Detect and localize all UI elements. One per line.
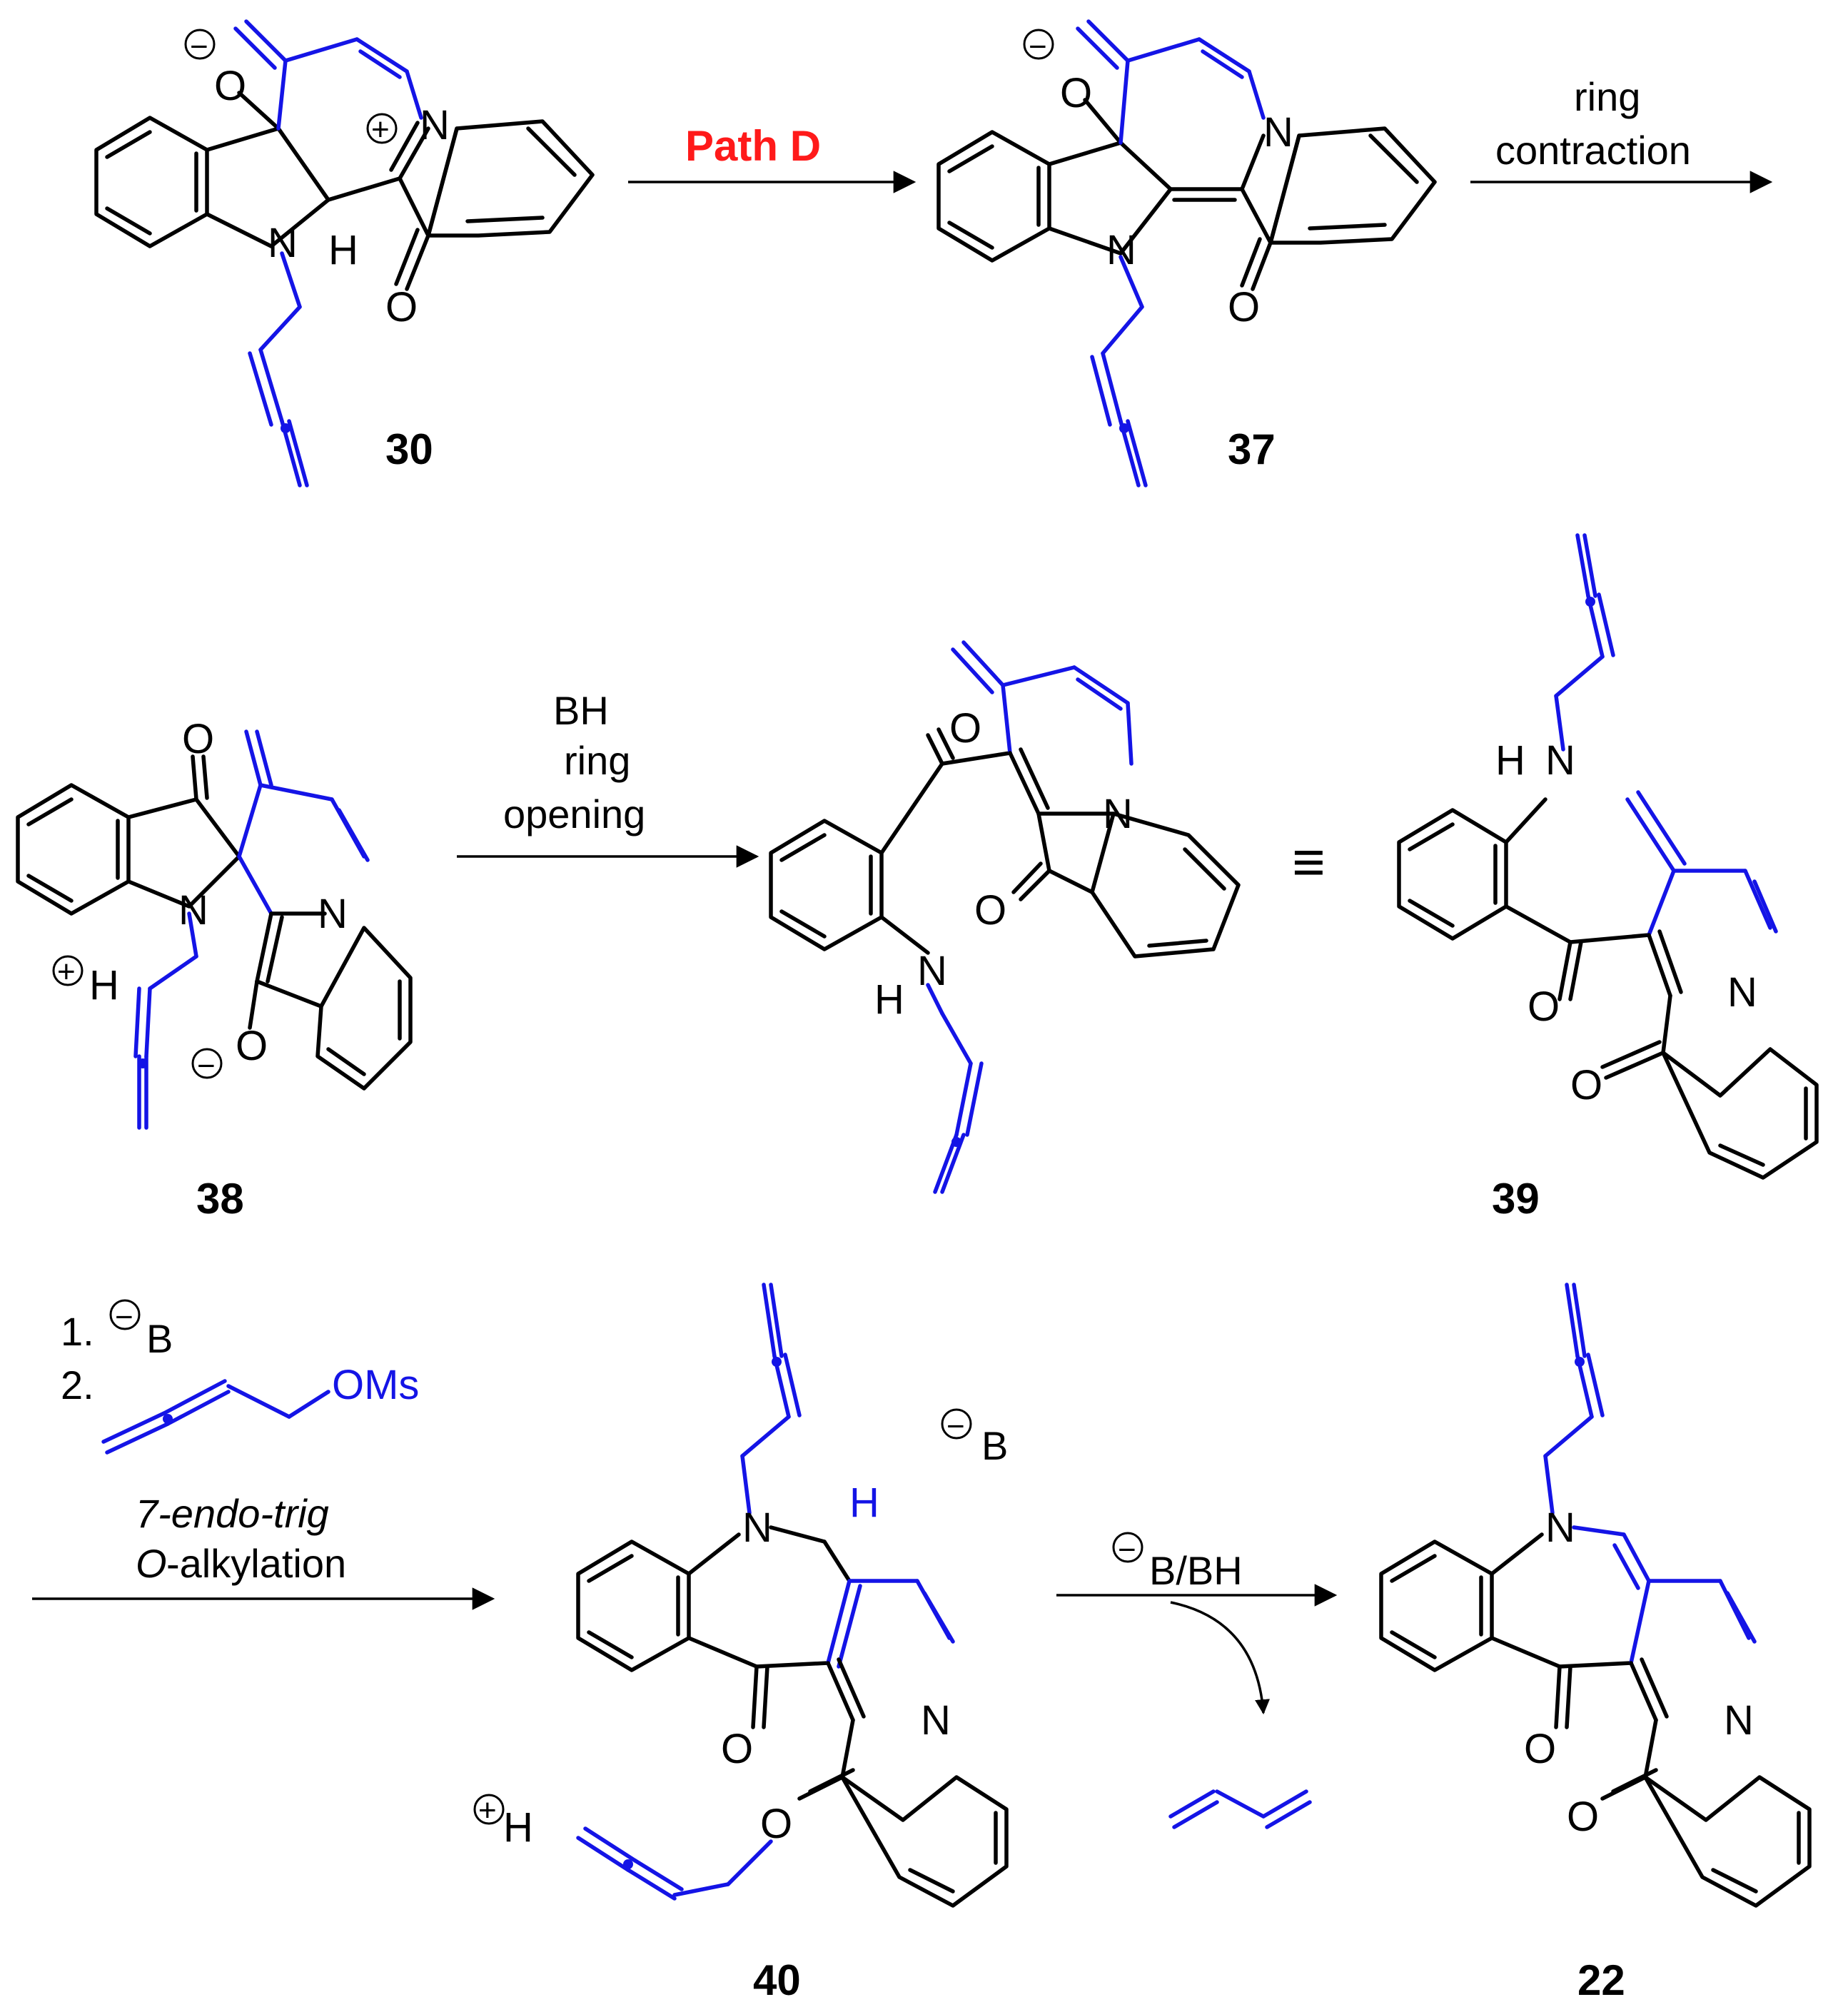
path-label: Path D <box>685 122 821 170</box>
svg-text:H: H <box>89 962 119 1008</box>
svg-text:O: O <box>1528 984 1560 1030</box>
svg-text:-alkylation: -alkylation <box>166 1541 346 1586</box>
svg-text:N: N <box>1103 791 1133 837</box>
compound-number: 40 <box>753 1956 801 2004</box>
equivalent-symbol: ≡ <box>1292 830 1326 894</box>
svg-text:2.: 2. <box>61 1363 94 1407</box>
svg-text:B: B <box>981 1423 1008 1468</box>
svg-text:−: − <box>115 1300 133 1335</box>
svg-text:O: O <box>385 284 418 330</box>
svg-text:O: O <box>236 1023 268 1069</box>
compound-30-structure <box>94 19 595 487</box>
svg-text:−: − <box>197 1048 216 1083</box>
svg-text:O: O <box>1570 1062 1602 1108</box>
svg-text:O: O <box>136 1541 167 1586</box>
compound-number: 38 <box>196 1175 244 1223</box>
compound-38-structure <box>16 729 413 1130</box>
svg-text:BH: BH <box>553 688 609 733</box>
svg-text:N: N <box>1263 109 1293 156</box>
compound-number: 22 <box>1577 1956 1625 2004</box>
svg-text:O: O <box>1060 70 1092 116</box>
butadiene-byproduct <box>1168 1789 1312 1829</box>
svg-text:N: N <box>268 220 298 266</box>
compound-number: 39 <box>1492 1175 1540 1223</box>
compound-40-structure <box>576 1283 1009 1908</box>
svg-text:+: + <box>57 954 76 989</box>
svg-text:N: N <box>318 891 348 937</box>
svg-text:−: − <box>1029 29 1047 64</box>
svg-text:N: N <box>1545 737 1575 784</box>
svg-text:ring: ring <box>1574 74 1640 119</box>
svg-text:O: O <box>974 887 1006 934</box>
svg-text:ring: ring <box>564 738 630 783</box>
svg-text:B/BH: B/BH <box>1149 1548 1243 1593</box>
svg-text:O: O <box>182 716 214 762</box>
svg-text:O: O <box>949 705 981 752</box>
svg-text:O: O <box>1228 284 1260 330</box>
svg-text:N: N <box>1724 1697 1754 1744</box>
svg-text:N: N <box>917 948 947 994</box>
reagent-label: OMs <box>332 1362 419 1408</box>
svg-text:H: H <box>328 227 358 273</box>
svg-text:N: N <box>178 887 208 934</box>
svg-text:−: − <box>1118 1532 1136 1567</box>
svg-text:H: H <box>849 1480 879 1526</box>
svg-text:N: N <box>921 1697 951 1744</box>
svg-text:H: H <box>503 1804 533 1851</box>
compound-39-structure <box>1397 533 1819 1180</box>
svg-text:N: N <box>420 102 450 148</box>
svg-text:O: O <box>721 1726 753 1772</box>
svg-text:O: O <box>1567 1794 1599 1840</box>
svg-text:contraction: contraction <box>1495 128 1691 173</box>
svg-text:N: N <box>1106 227 1136 273</box>
butadienyl-mesylate-reagent <box>101 1379 330 1455</box>
ring-opened-intermediate <box>769 640 1241 1194</box>
atom-label: O <box>214 63 246 109</box>
compound-37-structure <box>936 19 1437 487</box>
svg-text:O: O <box>760 1801 792 1847</box>
svg-text:O: O <box>1524 1726 1556 1772</box>
svg-text:H: H <box>1495 737 1525 784</box>
compound-number: 37 <box>1228 425 1276 473</box>
svg-text:N: N <box>1727 969 1757 1016</box>
svg-text:−: − <box>190 29 208 64</box>
svg-text:N: N <box>742 1505 772 1551</box>
svg-text:+: + <box>371 112 390 147</box>
svg-text:7-endo-trig: 7-endo-trig <box>136 1491 329 1536</box>
compound-number: 30 <box>385 425 433 473</box>
svg-text:−: − <box>946 1409 965 1444</box>
compound-22-structure <box>1379 1283 1812 1908</box>
svg-text:opening: opening <box>503 792 645 836</box>
svg-text:+: + <box>478 1793 497 1828</box>
svg-text:B: B <box>146 1316 173 1361</box>
svg-text:H: H <box>874 976 904 1023</box>
svg-text:1.: 1. <box>61 1309 94 1354</box>
svg-text:N: N <box>1545 1505 1575 1551</box>
